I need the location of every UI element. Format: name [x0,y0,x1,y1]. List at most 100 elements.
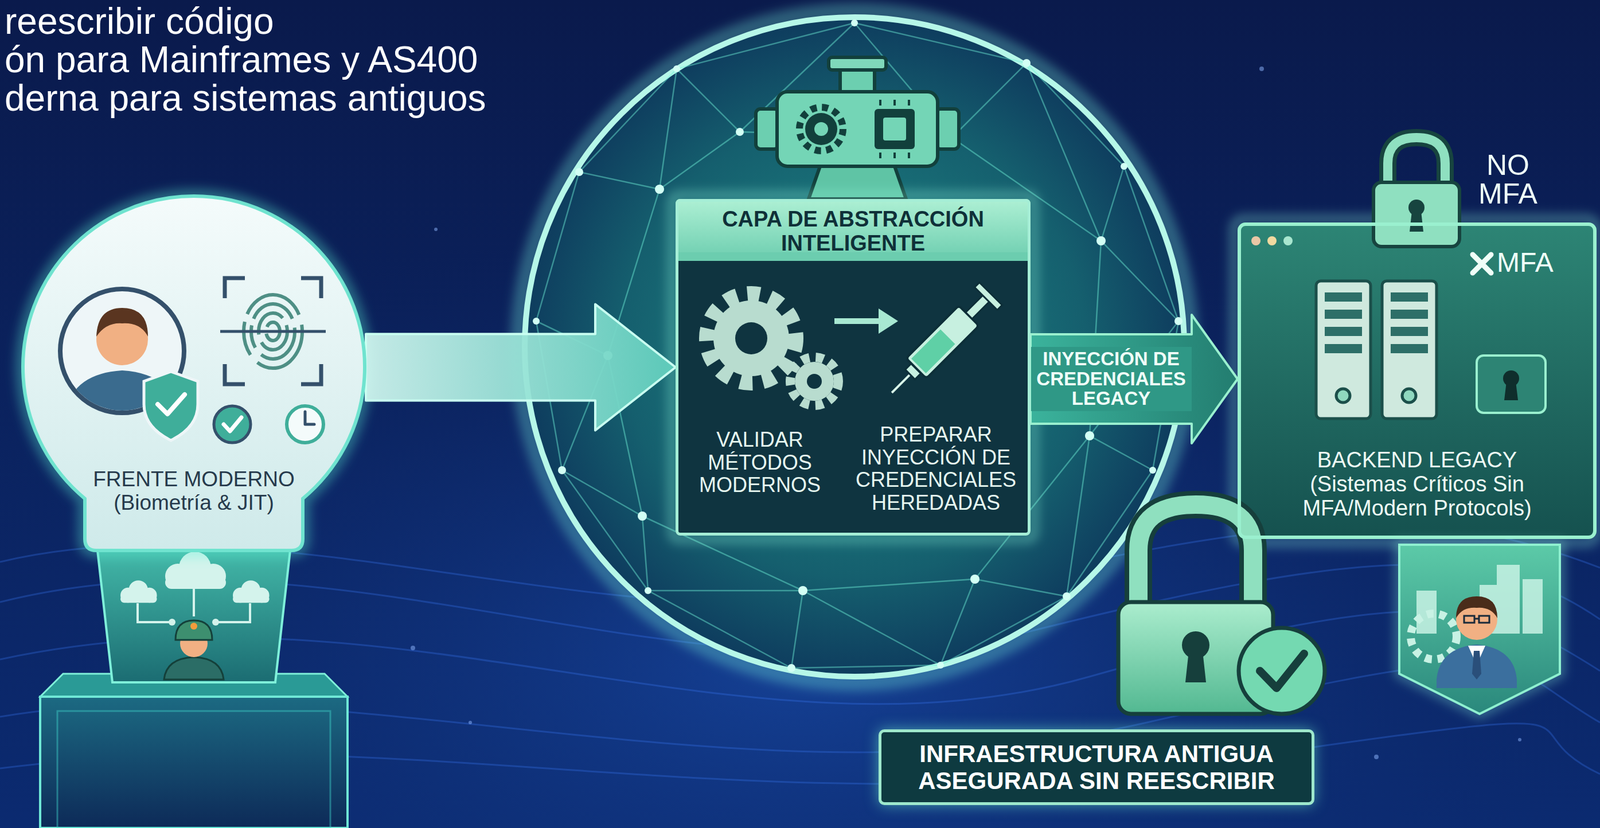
network-mesh [1022,59,1031,68]
network-mesh [1096,236,1106,246]
check-badge-icon [213,406,251,443]
pin-base [40,696,348,828]
top-lock-icon [1409,211,1424,232]
title-line-slot: derna para sistemas antiguos [4,79,487,118]
network-mesh [1062,592,1071,601]
panel-fill [675,198,1031,536]
gear-icon [794,361,834,401]
engine-icon [755,57,959,199]
gear-icon [735,322,768,355]
clock-icon [286,406,324,443]
engine-icon [814,122,829,136]
backend-box: NO MFAMFABACKEND LEGACY (Sistemas Crític… [1237,222,1597,540]
pin-fill [22,196,365,551]
gear-icon [806,373,822,389]
network-mesh [735,127,744,136]
secured-lock-icon [1259,653,1305,689]
cloud-panel [190,622,198,630]
node-outline [22,196,365,551]
mfa-tag-slot: MFA [1496,247,1554,279]
server-icon [1382,281,1437,419]
shield-icon [143,371,198,441]
engine-icon [880,99,909,159]
background-particles [468,720,472,725]
server-icon [1390,344,1428,354]
admin-shield-icon [1399,544,1560,714]
cloud-panel [137,588,251,623]
fingerprint-icon [220,330,326,334]
x-mark-icon [1472,254,1492,273]
edge-label-slot: INYECCIÓN DE CREDENCIALES LEGACY [1031,346,1192,412]
admin-shield-icon [1436,644,1517,689]
syringe-icon [974,282,1002,311]
network-mesh [1120,162,1128,170]
cloud-panel [164,657,224,680]
admin-shield-icon [1399,544,1560,714]
flow-arrow [1030,314,1238,444]
cloud-panel [97,550,291,683]
node-label: FRENTE MODERNO (Biometría & JIT) [84,467,303,515]
edge-label: INYECCIÓN DE CREDENCIALES LEGACY [1031,346,1192,412]
admin-shield-icon [1472,650,1482,680]
network-mesh [798,586,808,596]
background-particles [1259,66,1264,72]
node-label-slot: FRENTE MODERNO (Biometría & JIT) [84,467,303,542]
frontend-pin: FRENTE MODERNO (Biometría & JIT) [21,194,366,551]
process-arrow-icon [878,308,899,334]
secured-lock-icon [1238,627,1325,714]
syringe-icon [891,373,912,393]
network-mesh [673,65,681,73]
engine-icon [777,91,938,167]
backend-fill [1251,236,1261,246]
server-icon [1390,292,1428,302]
background-particles [410,645,416,651]
background-particles [434,227,438,232]
fingerprint-icon [220,278,326,385]
result-box: INFRAESTRUCTURA ANTIGUA ASEGURADA SIN RE… [878,729,1315,806]
abstraction-panel: CAPA DE ABSTRACCIÓN INTELIGENTEVALIDAR M… [675,198,1031,536]
admin-shield-icon [1522,579,1543,634]
cloud-panel [212,618,220,626]
pin-fill [22,196,365,551]
panel-heading-slot: CAPA DE ABSTRACCIÓN INTELIGENTE [678,201,1028,261]
title-line-slot: ón para Mainframes y AS400 [4,40,478,80]
network-mesh [644,587,652,595]
server-icon [1316,281,1371,419]
network-mesh [637,511,647,521]
network-mesh [575,168,584,177]
top-lock-icon [1387,137,1446,185]
engine-icon [840,69,875,93]
process-arrow-icon [834,308,899,334]
network-mesh [557,466,567,475]
cloud-panel [232,580,270,603]
user-avatar-icon [96,307,148,337]
admin-shield-icon [1410,613,1457,660]
backend-fill [1237,222,1597,540]
server-icon [1324,326,1363,337]
syringe-icon [911,329,955,374]
admin-shield-icon [1496,564,1520,634]
cloud-panel [97,550,291,683]
shield-icon [157,394,185,415]
network-mesh [970,574,980,584]
backend-fill [1234,219,1597,543]
status-tag-slot: NO MFA [1478,150,1538,209]
network-mesh [654,184,665,194]
server-icon [1390,326,1428,337]
secured-lock-icon [1185,650,1207,683]
network-mesh [1174,317,1183,326]
network-mesh [1149,466,1157,474]
small-lock-icon [1476,355,1546,413]
engine-icon [828,57,887,70]
admin-shield-icon [1399,544,1560,714]
backend-label: BACKEND LEGACY (Sistemas Críticos Sin MF… [1273,448,1562,521]
clock-icon [305,411,315,425]
engine-icon [874,108,915,150]
panel-fill [672,195,1034,540]
network-mesh [851,19,858,27]
background-particles [1374,754,1379,760]
backend-fill [1283,236,1293,246]
result-label: INFRAESTRUCTURA ANTIGUA ASEGURADA SIN RE… [895,740,1298,795]
step-label-slot: PREPARAR INYECCIÓN DE CREDENCIALES HERED… [849,423,1022,536]
pin-base [57,711,331,828]
